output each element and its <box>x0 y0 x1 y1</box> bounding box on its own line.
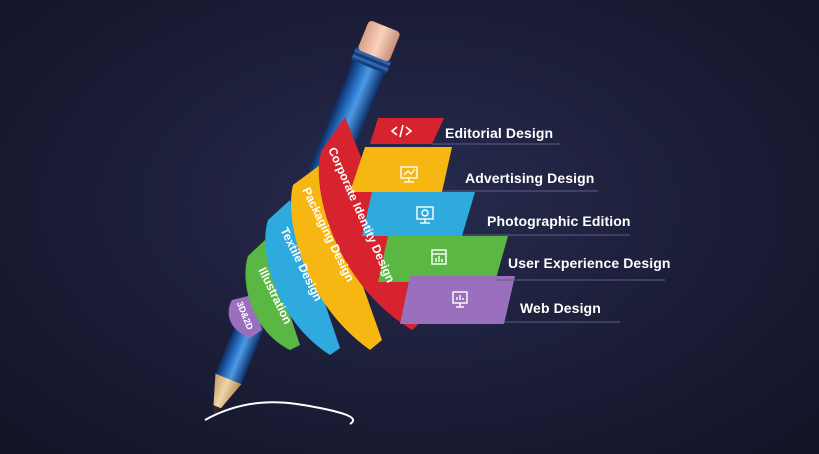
label-user-experience-design: User Experience Design <box>508 255 671 271</box>
band-illustration <box>245 240 300 350</box>
code-icon <box>390 124 413 138</box>
label-web-design: Web Design <box>520 300 601 316</box>
scribble-line <box>204 401 355 425</box>
web-monitor-icon <box>452 291 468 308</box>
browser-chart-icon <box>431 249 447 265</box>
label-editorial-design: Editorial Design <box>445 125 554 141</box>
label-underlines <box>432 143 665 323</box>
label-photographic-edition: Photographic Edition <box>487 213 631 229</box>
monitor-icon <box>400 166 418 183</box>
band-packaging <box>291 165 382 350</box>
label-advertising-design: Advertising Design <box>465 170 595 186</box>
photo-monitor-icon <box>416 206 434 224</box>
tab-ux <box>378 236 508 282</box>
tab-editorial <box>370 118 444 144</box>
band-textile <box>265 200 340 355</box>
tab-photographic <box>362 192 475 236</box>
